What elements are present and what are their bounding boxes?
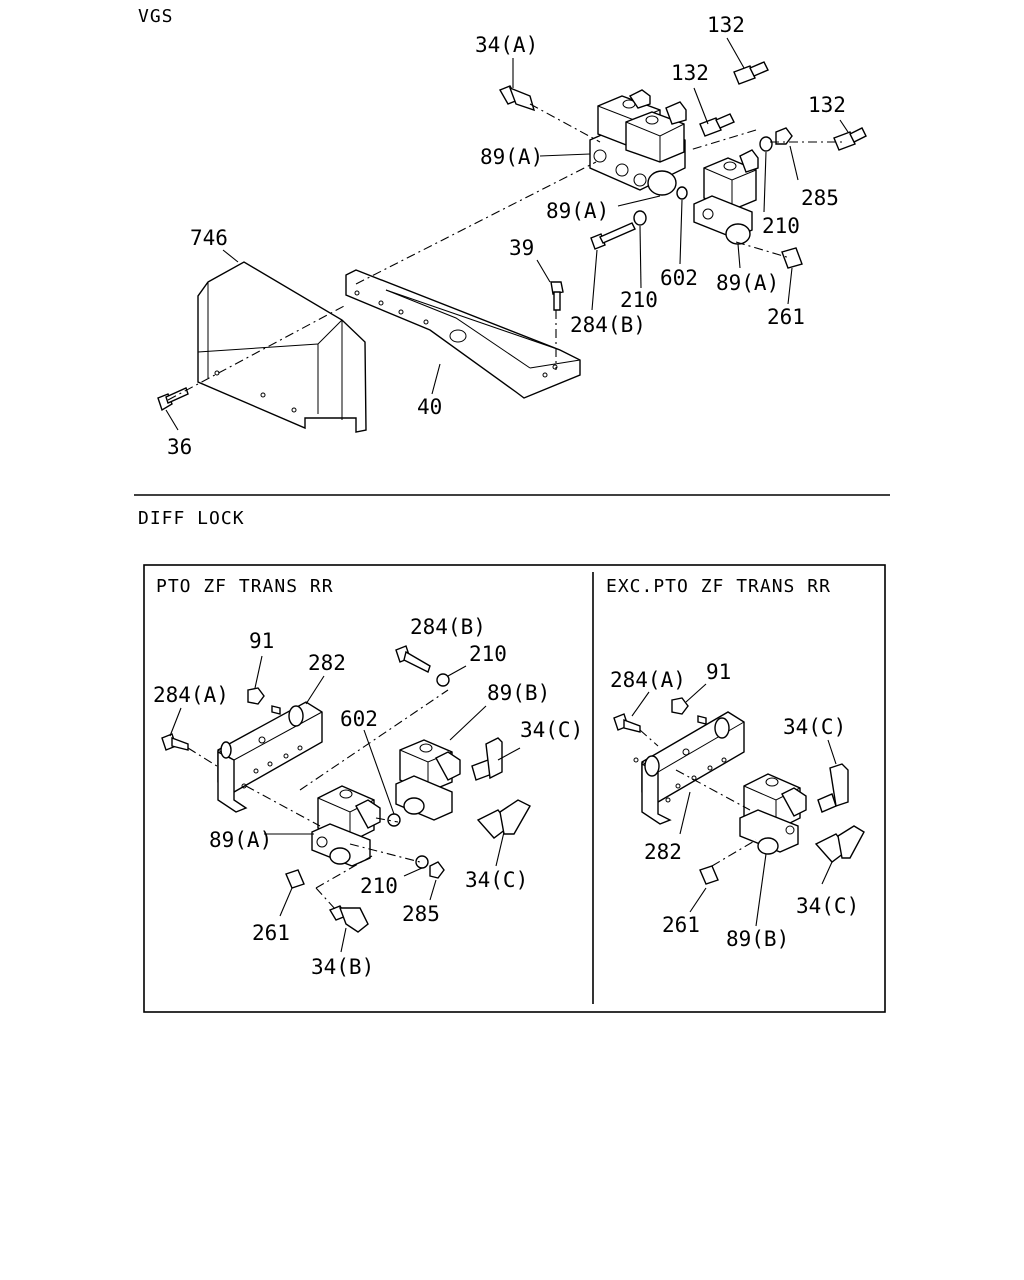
washer-210-vgs-right <box>759 136 773 152</box>
label-pto-89b: 89(B) <box>487 681 550 705</box>
label-284b: 284(B) <box>570 313 646 337</box>
label-pto-284b: 284(B) <box>410 615 486 639</box>
o-ring-602-vgs <box>676 186 688 200</box>
section-title-diff-lock: DIFF LOCK <box>138 508 245 529</box>
vgs-leader-lines <box>165 37 849 431</box>
nut-285-pto <box>429 861 445 879</box>
solenoid-valve-89b-exc <box>739 773 807 855</box>
diff-lock-frame <box>143 564 886 1013</box>
nut-91-exc <box>671 697 707 725</box>
bracket-282-pto <box>217 701 323 813</box>
bolt-284b <box>590 222 636 250</box>
bolt-284b-pto <box>395 645 431 673</box>
label-40: 40 <box>417 395 442 419</box>
label-exc-34c-upper: 34(C) <box>783 715 846 739</box>
label-exc-282: 282 <box>644 840 682 864</box>
cover-746 <box>197 261 367 433</box>
label-89a-mid: 89(A) <box>546 199 609 223</box>
fitting-34b-pto <box>328 905 369 933</box>
label-210-mid: 210 <box>620 288 658 312</box>
label-pto-34c-upper: 34(C) <box>520 718 583 742</box>
label-exc-91: 91 <box>706 660 731 684</box>
label-132-mid: 132 <box>671 61 709 85</box>
section-title-vgs: VGS <box>138 6 174 27</box>
solenoid-valve-89a-double <box>589 89 687 196</box>
solenoid-valve-89b-pto <box>395 739 461 821</box>
fitting-34c-exc-lower <box>814 825 865 863</box>
label-285: 285 <box>801 186 839 210</box>
washer-210-pto-top <box>436 673 450 687</box>
bolt-39 <box>550 281 564 311</box>
label-pto-284a: 284(A) <box>153 683 229 707</box>
panel-title-exc-pto: EXC.PTO ZF TRANS RR <box>606 576 831 597</box>
label-pto-210-lower: 210 <box>360 874 398 898</box>
label-pto-282: 282 <box>308 651 346 675</box>
fitting-132-a <box>733 61 769 85</box>
label-210-right: 210 <box>762 214 800 238</box>
label-746: 746 <box>190 226 228 250</box>
solenoid-valve-89a-pto <box>311 785 381 867</box>
plug-261-vgs <box>781 247 803 269</box>
fitting-132-c <box>833 127 867 151</box>
label-pto-602: 602 <box>340 707 378 731</box>
bolt-36 <box>157 387 189 412</box>
label-pto-210-top: 210 <box>469 642 507 666</box>
bolt-284a-pto <box>161 733 189 751</box>
fitting-34c-pto-lower <box>476 799 531 839</box>
fitting-34c-pto-upper <box>471 737 503 781</box>
label-pto-34b: 34(B) <box>311 955 374 979</box>
bracket-282-exc <box>633 711 745 825</box>
fitting-132-b <box>699 113 735 137</box>
label-pto-34c-lower: 34(C) <box>465 868 528 892</box>
fitting-34a <box>498 85 536 112</box>
panel-title-pto: PTO ZF TRANS RR <box>156 576 334 597</box>
pto-leader-lines <box>169 655 521 953</box>
label-exc-284a: 284(A) <box>610 668 686 692</box>
plug-261-pto <box>285 869 305 889</box>
bolt-284a-exc <box>613 713 641 733</box>
label-89a-bottom: 89(A) <box>716 271 779 295</box>
label-exc-89b: 89(B) <box>726 927 789 951</box>
label-pto-285: 285 <box>402 902 440 926</box>
label-pto-261: 261 <box>252 921 290 945</box>
label-36: 36 <box>167 435 192 459</box>
fitting-34c-exc-upper <box>817 763 849 813</box>
bracket-40 <box>345 269 581 399</box>
label-261: 261 <box>767 305 805 329</box>
label-pto-89a: 89(A) <box>209 828 272 852</box>
label-39: 39 <box>509 236 534 260</box>
label-pto-91: 91 <box>249 629 274 653</box>
washer-210-vgs <box>633 210 647 226</box>
nut-91-pto <box>247 687 281 715</box>
label-602: 602 <box>660 266 698 290</box>
label-132-top: 132 <box>707 13 745 37</box>
label-exc-261: 261 <box>662 913 700 937</box>
label-exc-34c-lower: 34(C) <box>796 894 859 918</box>
exc-leader-lines <box>631 683 837 927</box>
solenoid-valve-89a-single <box>693 149 759 245</box>
plug-261-exc <box>699 865 719 885</box>
label-132-right: 132 <box>808 93 846 117</box>
label-34a: 34(A) <box>475 33 538 57</box>
label-89a-top: 89(A) <box>480 145 543 169</box>
